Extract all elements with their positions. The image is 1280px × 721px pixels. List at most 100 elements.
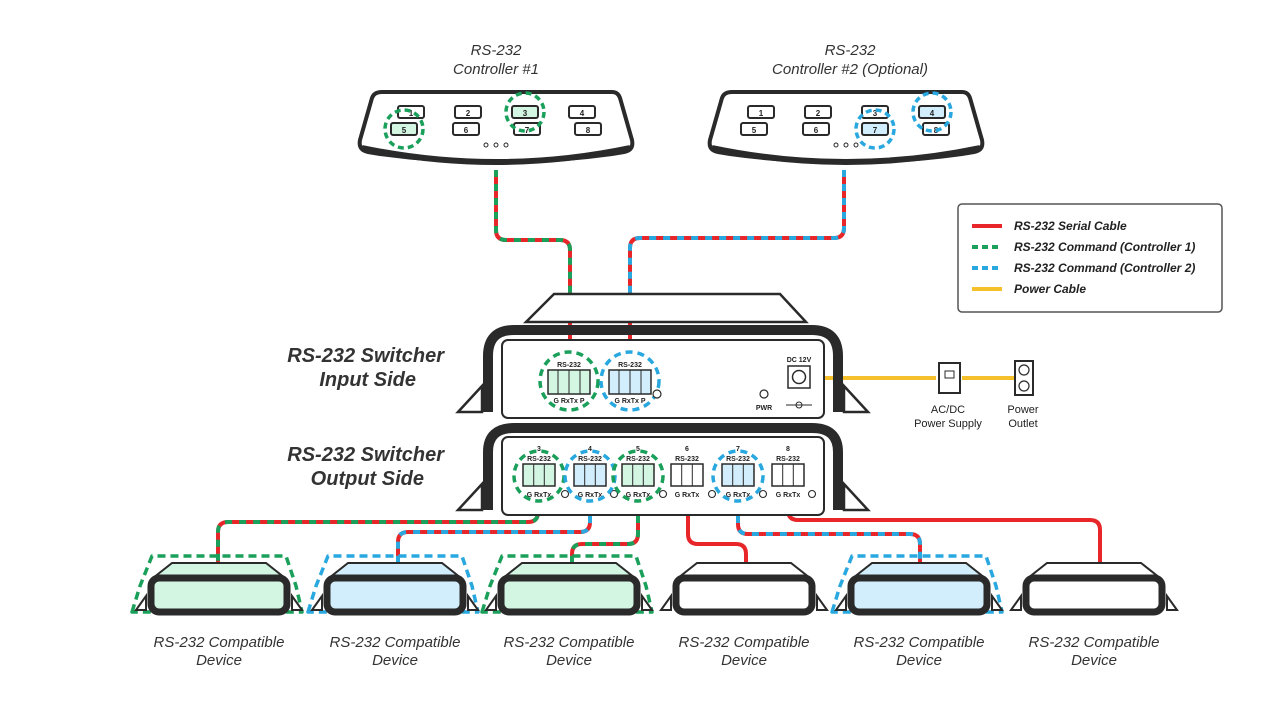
switcher-output-side: RS-232 Switcher Output Side 3 RS-232 G R…: [287, 423, 871, 516]
controller-2-key-7[interactable]: [861, 122, 889, 136]
controller-2-key-3[interactable]: [861, 105, 889, 119]
device-4-body: [672, 574, 816, 616]
device-5-body: [847, 574, 991, 616]
output-port-4-connector: [573, 463, 607, 487]
output-port-6-connector: [670, 463, 704, 487]
legend-label-ctrl1: RS-232 Command (Controller 1): [1014, 240, 1195, 254]
controller-1-indicator-dots: [483, 142, 509, 148]
output-port-6-led: [707, 489, 717, 499]
device-1-label-line2: Device: [196, 652, 242, 669]
device-2: RS-232 Compatible Device: [306, 554, 480, 669]
output-port-8-pins: G RxTx: [776, 492, 801, 499]
controller-1-key-5[interactable]: [390, 122, 418, 136]
controller-1-key-3[interactable]: [511, 105, 539, 119]
controller-2-key-4[interactable]: [918, 105, 946, 119]
input-right-ear: [842, 382, 871, 414]
legend-box: [957, 203, 1223, 313]
output-port-3-pins: G RxTx: [527, 492, 552, 499]
input-port-a-label: RS-232: [557, 362, 581, 369]
controller-2-key-2[interactable]: [804, 105, 832, 119]
input-side-title-line1: RS-232 Switcher: [287, 345, 445, 367]
controller-2-key-6-label: 6: [814, 126, 819, 135]
controller-2-key-5-label: 5: [752, 126, 757, 135]
output-port-4-number: 4: [588, 446, 592, 453]
controller-1-key-3-label: 3: [523, 109, 528, 118]
output-port-8-led: [807, 489, 817, 499]
controller-2-key-2-label: 2: [816, 109, 821, 118]
dc-jack-hole: [791, 369, 807, 385]
controller-1-key-5-label: 5: [402, 126, 407, 135]
devices: RS-232 Compatible Device RS-232 Compatib…: [130, 554, 1179, 669]
power-supply-label-line2: Power Supply: [914, 418, 982, 430]
input-side-title-line2: Input Side: [319, 369, 416, 391]
cable-out5-command: [570, 502, 640, 566]
device-6-body: [1022, 574, 1166, 616]
device-4-label-line1: RS-232 Compatible: [679, 634, 810, 651]
cables: [216, 170, 1102, 566]
output-port-7-label: RS-232: [726, 456, 750, 463]
controller-2-key-6[interactable]: [802, 122, 830, 136]
device-1: RS-232 Compatible Device: [130, 554, 304, 669]
pwr-label: PWR: [756, 405, 772, 412]
controller-1-key-2-label: 2: [466, 109, 471, 118]
output-port-7-led: [758, 489, 768, 499]
output-port-6-pins: G RxTx: [675, 492, 700, 499]
power-outlet-label-line2: Outlet: [1008, 418, 1037, 430]
controller-1-key-4[interactable]: [568, 105, 596, 119]
output-port-4-pins: G RxTx: [578, 492, 603, 499]
output-port-3-led: [560, 489, 570, 499]
input-port-b-highlight: [599, 350, 661, 412]
power-outlet-label-line1: Power: [1007, 404, 1039, 416]
controller-1-key-6-label: 6: [464, 126, 469, 135]
cable-controller2-command: [628, 170, 846, 352]
controller-1-key-7-label: 7: [525, 126, 530, 135]
dc-polarity-icon: [786, 401, 812, 409]
controller-1-key-5-highlight: [383, 108, 425, 150]
input-port-a-highlight: [538, 350, 600, 412]
switcher-output-chassis: [483, 423, 843, 510]
controller-1-key-8-label: 8: [586, 126, 591, 135]
output-side-title-line2: Output Side: [311, 468, 424, 490]
cable-out6-serial: [686, 502, 748, 566]
output-port-4-led: [609, 489, 619, 499]
device-4-label-line2: Device: [721, 652, 767, 669]
output-port-8-connector: [771, 463, 805, 487]
output-port-5-pins: G RxTx: [626, 492, 651, 499]
switcher-input-panel: [501, 339, 825, 419]
legend-label-serial: RS-232 Serial Cable: [1014, 219, 1127, 233]
device-1-highlight: [130, 554, 304, 614]
device-2-highlight: [306, 554, 480, 614]
controller-2-title-line2: Controller #2 (Optional): [772, 61, 928, 78]
controller-2-key-4-label: 4: [930, 109, 935, 118]
controller-2-key-7-highlight: [854, 108, 896, 150]
controller-1: RS-232 Controller #1 1 2 3 4 5 6 7 8: [357, 42, 635, 165]
output-port-6-label: RS-232: [675, 456, 699, 463]
device-5: RS-232 Compatible Device: [830, 554, 1004, 669]
output-port-7-connector: [721, 463, 755, 487]
output-side-title-line1: RS-232 Switcher: [287, 444, 445, 466]
controller-1-key-1-label: 1: [409, 109, 414, 118]
cable-controller2-serial: [628, 170, 846, 352]
controller-2-base-curve: [711, 145, 981, 165]
output-port-5-connector: [621, 463, 655, 487]
output-port-7-number: 7: [736, 446, 740, 453]
power-supply-label-line1: AC/DC: [931, 404, 965, 416]
output-port-5-number: 5: [636, 446, 640, 453]
controller-1-key-6[interactable]: [452, 122, 480, 136]
legend: RS-232 Serial Cable RS-232 Command (Cont…: [957, 203, 1223, 313]
controller-1-title-line1: RS-232: [471, 42, 523, 59]
controller-2-key-1[interactable]: [747, 105, 775, 119]
controller-2-indicator-dots: [833, 142, 859, 148]
input-port-b-led: [652, 389, 662, 399]
cable-out7-command: [736, 502, 922, 566]
output-left-ear: [455, 480, 484, 512]
device-6: RS-232 Compatible Device: [1009, 562, 1179, 669]
controller-1-key-2[interactable]: [454, 105, 482, 119]
controller-1-key-8[interactable]: [574, 122, 602, 136]
cable-controller1-serial: [494, 170, 572, 352]
cable-controller1-command: [494, 170, 572, 352]
controller-2-key-5[interactable]: [740, 122, 768, 136]
output-port-3-connector: [522, 463, 556, 487]
cable-out4-serial: [396, 502, 592, 566]
controller-1-key-4-label: 4: [580, 109, 585, 118]
